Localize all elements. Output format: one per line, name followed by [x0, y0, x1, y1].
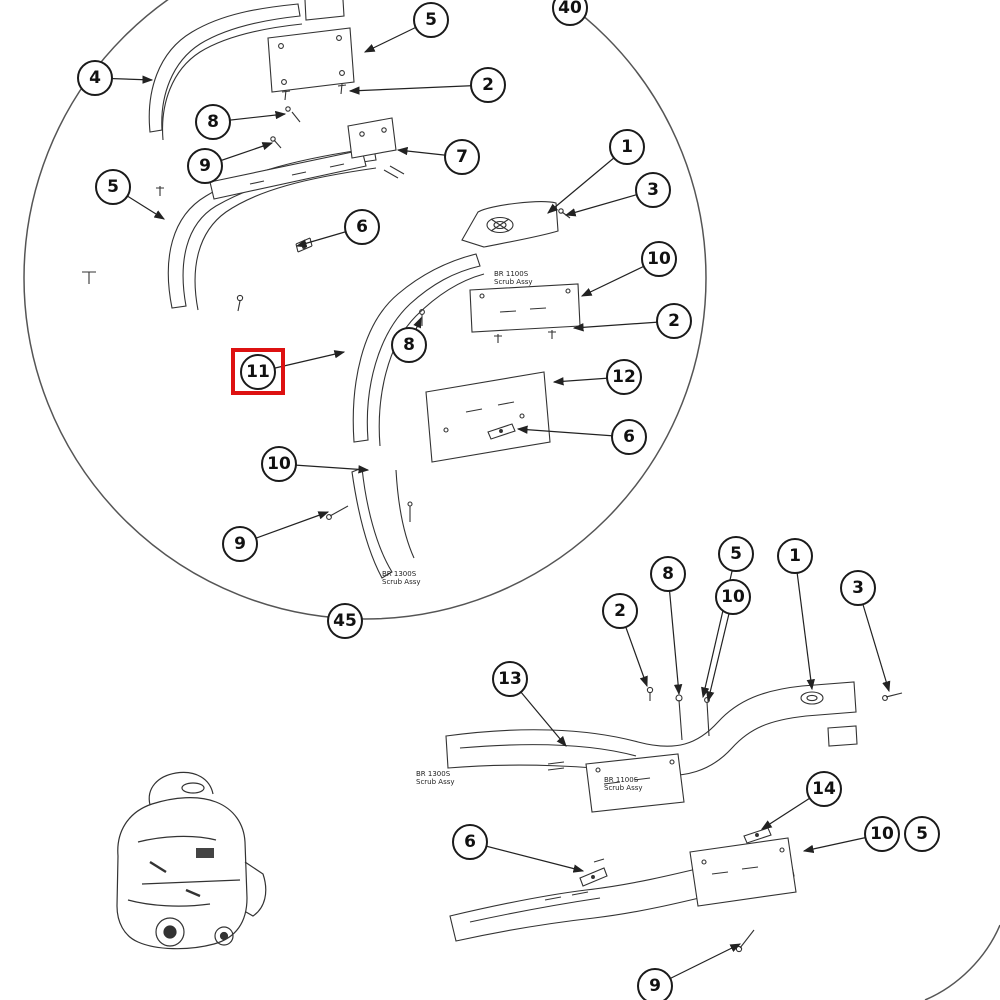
callout-balloon-12-15[interactable]: 12	[606, 359, 642, 395]
callout-balloon-2-20[interactable]: 2	[602, 593, 638, 629]
callout-balloon-8-13[interactable]: 8	[391, 327, 427, 363]
callout-balloon-7-6[interactable]: 7	[444, 139, 480, 175]
callout-balloon-14-27[interactable]: 14	[806, 771, 842, 807]
callout-balloon-3-25[interactable]: 3	[840, 570, 876, 606]
callout-balloon-2-12[interactable]: 2	[656, 303, 692, 339]
callout-balloon-9-18[interactable]: 9	[222, 526, 258, 562]
callout-balloon-6-16[interactable]: 6	[611, 419, 647, 455]
part-label-2: BR 1300S Scrub Assy	[416, 770, 455, 787]
callout-balloon-5-22[interactable]: 5	[718, 536, 754, 572]
detail-circle	[23, 0, 1000, 1000]
callout-balloon-6-28[interactable]: 6	[452, 824, 488, 860]
callout-balloon-10-29[interactable]: 10	[864, 816, 900, 852]
callout-balloon-11-14[interactable]: 11	[240, 354, 276, 390]
callout-balloon-2-3[interactable]: 2	[470, 67, 506, 103]
callout-balloon-8-21[interactable]: 8	[650, 556, 686, 592]
callout-balloon-1-24[interactable]: 1	[777, 538, 813, 574]
upper-left-rail-assembly	[148, 0, 355, 149]
callout-balloon-9-5[interactable]: 9	[187, 148, 223, 184]
callout-balloon-9-31[interactable]: 9	[637, 968, 673, 1000]
scrubber-machine-illustration	[116, 771, 267, 950]
callout-balloon-10-17[interactable]: 10	[261, 446, 297, 482]
lower-bumper-assembly	[449, 827, 797, 953]
callout-balloon-5-30[interactable]: 5	[904, 816, 940, 852]
callout-balloon-13-26[interactable]: 13	[492, 661, 528, 697]
callout-balloon-45-19[interactable]: 45	[327, 603, 363, 639]
center-scrub-assembly	[326, 201, 581, 579]
callout-balloon-5-2[interactable]: 5	[413, 2, 449, 38]
part-label-1: BR 1300S Scrub Assy	[382, 570, 421, 587]
callout-balloon-4-1[interactable]: 4	[77, 60, 113, 96]
callout-balloon-10-11[interactable]: 10	[641, 241, 677, 277]
callout-balloon-1-9[interactable]: 1	[609, 129, 645, 165]
callout-balloon-5-7[interactable]: 5	[95, 169, 131, 205]
upper-bumper-assembly	[445, 681, 903, 813]
callout-balloon-10-23[interactable]: 10	[715, 579, 751, 615]
callout-balloon-8-4[interactable]: 8	[195, 104, 231, 140]
callout-balloon-3-10[interactable]: 3	[635, 172, 671, 208]
part-label-0: BR 1100S Scrub Assy	[494, 270, 533, 287]
part-label-3: BR 1100S Scrub Assy	[604, 776, 643, 793]
callout-balloon-6-8[interactable]: 6	[344, 209, 380, 245]
